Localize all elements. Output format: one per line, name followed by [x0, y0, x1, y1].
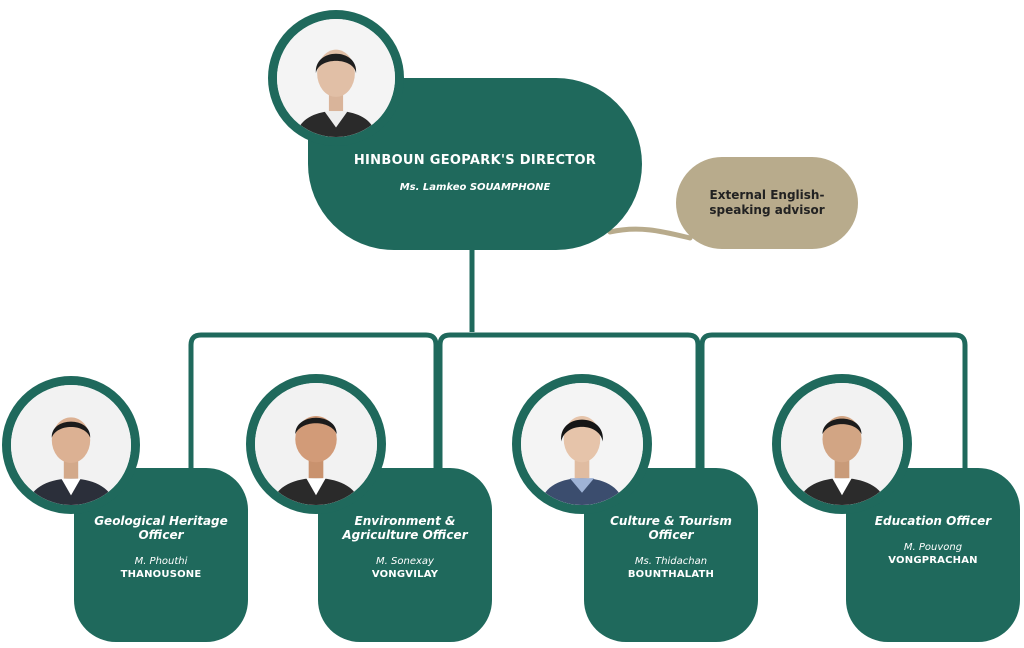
advisor-node: External English-speaking advisor	[676, 157, 858, 249]
officer-title: Education Officer	[874, 514, 992, 528]
officer-title: Environment & Agriculture Officer	[342, 514, 468, 542]
officer-given-name: M. Phouthi	[134, 556, 188, 567]
branch-line-1	[188, 332, 439, 470]
officer-surname: VONGVILAY	[371, 569, 439, 580]
officer-given-name: Ms. Thidachan	[634, 556, 708, 567]
branch-line-2	[437, 332, 701, 470]
officer-surname: THANOUSONE	[120, 569, 202, 580]
officer-given-name: M. Pouvong	[903, 542, 963, 553]
director-portrait-icon	[277, 19, 395, 137]
officer-title: Geological Heritage Officer	[94, 514, 228, 542]
officer-portrait-icon	[255, 383, 377, 505]
officer-photo-environment	[246, 374, 386, 514]
director-photo	[268, 10, 404, 146]
officer-photo-culture	[512, 374, 652, 514]
officer-portrait-icon	[521, 383, 643, 505]
branch-line-3	[699, 332, 968, 470]
officer-surname: VONGPRACHAN	[888, 555, 978, 566]
officer-photo-geological	[2, 376, 140, 514]
officer-given-name: M. Sonexay	[376, 556, 434, 567]
director-name: Ms. Lamkeo SOUAMPHONE	[399, 182, 551, 193]
officer-portrait-icon	[11, 385, 131, 505]
officer-surname: BOUNTHALATH	[627, 569, 715, 580]
officer-title: Culture & Tourism Officer	[610, 514, 732, 542]
officer-portrait-icon	[781, 383, 903, 505]
director-title: HINBOUN GEOPARK'S DIRECTOR	[353, 153, 597, 168]
officer-photo-education	[772, 374, 912, 514]
advisor-connector	[607, 226, 693, 241]
